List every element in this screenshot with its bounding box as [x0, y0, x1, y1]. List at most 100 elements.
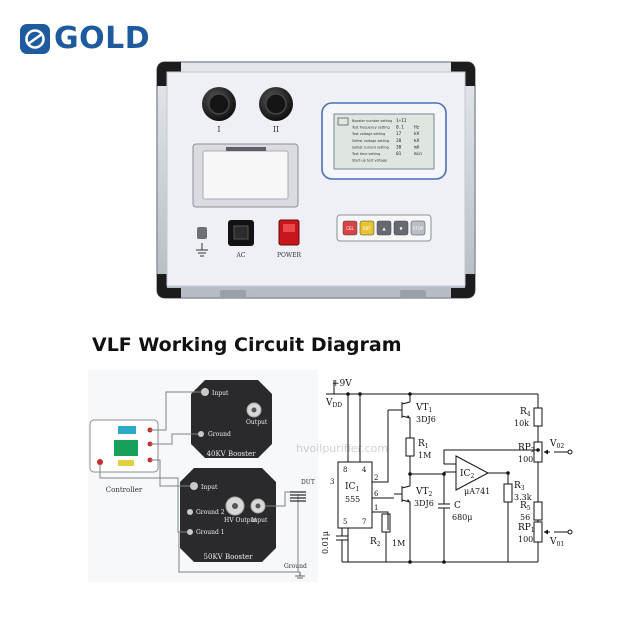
ic2-output-wire [488, 472, 509, 484]
r1-value: 1M [418, 451, 431, 460]
keypad-key[interactable] [342, 220, 358, 236]
hinge [220, 290, 246, 298]
ic1-supply-wire [347, 394, 361, 462]
booster-50kv-hv-pin [232, 503, 238, 509]
booster-50kv-ground2-terminal[interactable] [187, 509, 193, 515]
r2-resistor [381, 513, 391, 533]
ic1-pin2-wire [372, 410, 389, 483]
lcd-row-unit: kV [414, 131, 420, 137]
power-switch-rocker [283, 224, 295, 232]
c1-value: 680μ [452, 513, 472, 522]
booster-50kv-ground1-terminal[interactable] [187, 529, 193, 535]
lcd-row-value: 20 [396, 138, 402, 144]
cables [99, 391, 300, 573]
brand-logo: GOLD [20, 24, 150, 54]
r3-resistor [503, 483, 513, 503]
power-switch[interactable] [278, 219, 300, 246]
lcd-row-value: 17 [396, 131, 402, 137]
booster-40kv-input-label: Input [212, 390, 229, 397]
pin-label: 5 [343, 518, 347, 526]
r2-label: R2 [370, 537, 381, 548]
rp2-value: 100 [518, 455, 533, 464]
junction-dot [506, 471, 510, 475]
printer-opening [226, 147, 266, 151]
pin-label: 7 [362, 518, 366, 526]
booster-50kv-input-label: Input [201, 484, 218, 491]
r5-label: R5 [520, 501, 531, 512]
controller-socket-left[interactable] [97, 459, 103, 465]
pin-label: 2 [374, 474, 378, 482]
v02-terminal[interactable] [567, 449, 573, 455]
lcd-row-value: 1+II [396, 118, 407, 124]
lcd-row-label: Test voltage setting [351, 132, 385, 136]
booster-50kv-input2-pin [255, 503, 261, 509]
junction-dot [442, 560, 446, 564]
ac-inlet-socket [233, 225, 249, 240]
ground-symbol-icon [196, 243, 208, 257]
c1-capacitor [438, 472, 450, 548]
pin-label: 1 [374, 504, 378, 512]
booster-50kv-input-terminal[interactable] [190, 482, 198, 490]
pin-label: 6 [374, 490, 379, 498]
junction-dot [408, 392, 412, 396]
r2-value: 1M [392, 539, 405, 548]
c2-capacitor [336, 535, 348, 562]
lcd-row-label: Booster number setting [352, 119, 392, 123]
gold-logo-icon [20, 24, 50, 54]
r1-label: R1 [418, 439, 429, 450]
vt2-part: 3DJ6 [414, 499, 434, 508]
ic1-part: 555 [345, 495, 360, 504]
vt1-body [388, 401, 411, 428]
brand-name: GOLD [54, 21, 151, 56]
rp2-potentiometer [533, 441, 543, 463]
lcd-rows: Booster number setting 1+II Test frequency… [337, 117, 422, 163]
lcd-row-unit: mA [414, 144, 420, 150]
watermark: hvoilpurifier.com [296, 442, 389, 455]
keypad-key[interactable] [410, 220, 426, 236]
ic2-opamp [455, 455, 490, 491]
lcd-row-label: Start-up test voltage [352, 159, 387, 163]
socket-i-label: I [217, 125, 220, 134]
dut-symbol-icon [290, 491, 306, 502]
socket-ii-label: II [273, 125, 279, 134]
printer-paper-slot [202, 150, 289, 200]
vdd-label: VDD [325, 398, 342, 409]
ground-terminal[interactable] [197, 227, 207, 239]
ic2-part: μA741 [464, 487, 490, 496]
booster-40kv-ground-label: Ground [208, 431, 231, 438]
v01-label: V01 [549, 537, 564, 548]
v01-terminal[interactable] [567, 529, 573, 535]
keypad-key[interactable] [359, 220, 375, 236]
controller-label: Controller [106, 486, 143, 494]
booster-40kv-body [191, 380, 272, 458]
lcd-row-label: Test time setting [351, 152, 380, 156]
keypad-key[interactable] [393, 220, 409, 236]
booster-40kv-ground-terminal[interactable] [198, 431, 204, 437]
ic1-pin7-wire [372, 511, 389, 530]
r1-resistor [405, 437, 415, 457]
lcd-row-value: 0.1 [396, 125, 404, 131]
lcd-row-unit: min [414, 151, 422, 157]
ic2-label: IC2 [460, 469, 474, 480]
booster-50kv-body [180, 468, 276, 562]
ic1-box [337, 461, 373, 529]
vt1-label: VT1 [415, 403, 432, 414]
booster-40kv-input-terminal[interactable] [201, 388, 209, 396]
booster-50kv-hv-label: HV Output [224, 517, 257, 524]
pin-label: 3 [330, 478, 334, 486]
vt2-label: VT2 [415, 487, 433, 498]
lcd-row-label: Test frequency setting [351, 126, 390, 130]
lcd-row-value: 01 [396, 151, 402, 157]
keypad-key-label: CEL [346, 226, 354, 231]
keypad-key-label: ENT [363, 226, 372, 231]
keypad-key-label: ▲ [382, 226, 386, 231]
corner-guard [451, 62, 475, 86]
booster-40kv-output-label: Output [246, 419, 268, 426]
keypad-key[interactable] [376, 220, 392, 236]
r4-label: R4 [520, 407, 531, 418]
rp2-label: RP2 [518, 443, 535, 454]
rp1-value: 100 [518, 535, 533, 544]
rp1-label: RP1 [518, 523, 535, 534]
r4-value: 10k [514, 419, 529, 428]
supply-voltage-label: +9V [332, 379, 352, 389]
